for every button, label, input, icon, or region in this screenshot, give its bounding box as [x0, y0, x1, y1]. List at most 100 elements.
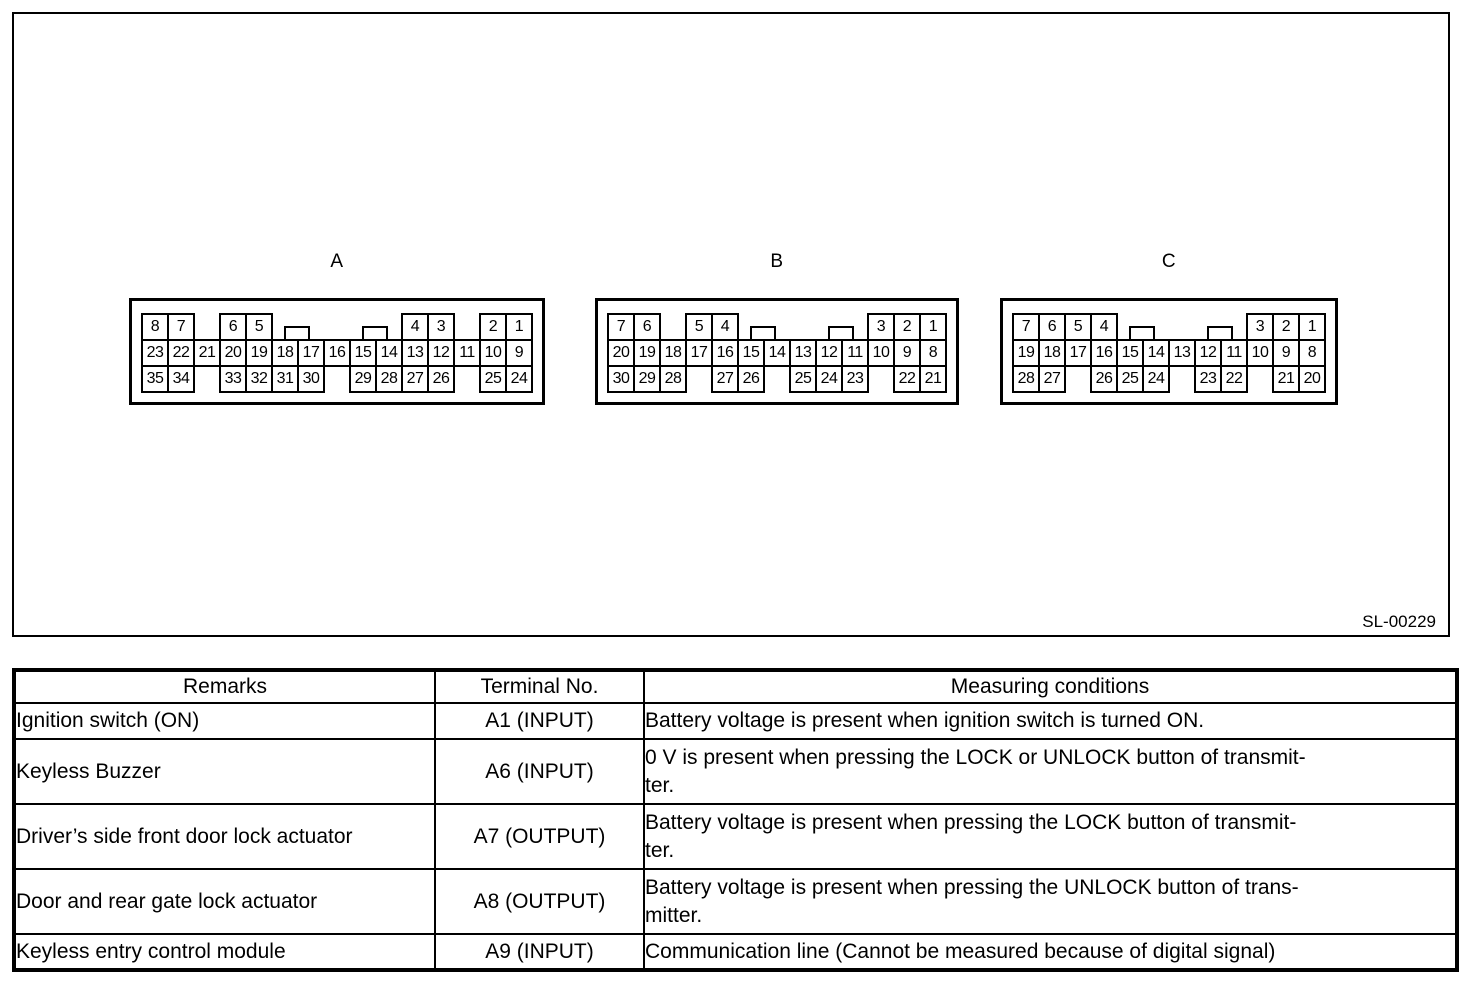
pin-c27: 27 [1038, 365, 1066, 393]
pin-c24: 24 [1142, 365, 1170, 393]
pin-b7: 7 [607, 313, 635, 341]
connector-key-tab [284, 326, 310, 339]
pin-a8: 8 [141, 313, 169, 341]
pin-c28: 28 [1012, 365, 1040, 393]
pin-c22: 22 [1220, 365, 1248, 393]
measuring-conditions-column-header: Measuring conditions [643, 669, 1458, 704]
pin-a2: 2 [479, 313, 507, 341]
pin-a35: 35 [141, 365, 169, 393]
pin-b9: 9 [893, 339, 921, 367]
connector-key-tab [750, 326, 776, 339]
table-row-a7: Driver’s side front door lock actuator A… [13, 803, 1458, 870]
pin-c8: 8 [1298, 339, 1326, 367]
pin-c5: 5 [1064, 313, 1092, 341]
pin-c14: 14 [1142, 339, 1170, 367]
pin-a28: 28 [375, 365, 403, 393]
pin-a3: 3 [427, 313, 455, 341]
pin-a33: 33 [219, 365, 247, 393]
connector-key-tab [362, 326, 388, 339]
connector-key-tab [828, 326, 854, 339]
pin-a7: 7 [167, 313, 195, 341]
pin-c25: 25 [1116, 365, 1144, 393]
pin-b27: 27 [711, 365, 739, 393]
pin-a34: 34 [167, 365, 195, 393]
pin-c23: 23 [1194, 365, 1222, 393]
pin-c18: 18 [1038, 339, 1066, 367]
pin-a26: 26 [427, 365, 455, 393]
pin-a17: 17 [297, 339, 325, 367]
pin-c12: 12 [1194, 339, 1222, 367]
pin-a22: 22 [167, 339, 195, 367]
pin-a29: 29 [349, 365, 377, 393]
table-header-row: Remarks Terminal No. Measuring condition… [13, 669, 1458, 704]
pin-b15: 15 [737, 339, 765, 367]
pin-a14: 14 [375, 339, 403, 367]
pin-b26: 26 [737, 365, 765, 393]
measuring-conditions-cell: Battery voltage is present when pressing… [643, 868, 1458, 935]
pin-a24: 24 [505, 365, 533, 393]
pin-a6: 6 [219, 313, 247, 341]
pin-b3: 3 [867, 313, 895, 341]
pin-c20: 20 [1298, 365, 1326, 393]
pin-c4: 4 [1090, 313, 1118, 341]
terminal-table: Remarks Terminal No. Measuring condition… [12, 668, 1459, 972]
pin-b13: 13 [789, 339, 817, 367]
pin-c3: 3 [1246, 313, 1274, 341]
pin-c6: 6 [1038, 313, 1066, 341]
pin-a1: 1 [505, 313, 533, 341]
pin-a4: 4 [401, 313, 429, 341]
pin-b8: 8 [919, 339, 947, 367]
connector-c-label: C [1161, 251, 1177, 272]
pin-c1: 1 [1298, 313, 1326, 341]
remarks-cell: Door and rear gate lock actuator [13, 868, 436, 935]
terminal-no-cell: A6 (INPUT) [434, 738, 645, 805]
pin-c13: 13 [1168, 339, 1196, 367]
terminal-no-column-header: Terminal No. [434, 669, 645, 704]
pin-a5: 5 [245, 313, 273, 341]
pin-b22: 22 [893, 365, 921, 393]
pin-b19: 19 [633, 339, 661, 367]
table-row-a9: Keyless entry control module A9 (INPUT) … [13, 933, 1458, 971]
pin-c7: 7 [1012, 313, 1040, 341]
pin-c2: 2 [1272, 313, 1300, 341]
table-row-a8: Door and rear gate lock actuator A8 (OUT… [13, 868, 1458, 935]
connector-b-label: B [770, 251, 784, 272]
pin-a13: 13 [401, 339, 429, 367]
measuring-conditions-cell: Communication line (Cannot be measured b… [643, 933, 1458, 971]
pin-a19: 19 [245, 339, 273, 367]
terminal-no-cell: A9 (INPUT) [434, 933, 645, 971]
connector-key-tab [1129, 326, 1155, 339]
pin-a31: 31 [271, 365, 299, 393]
pin-b30: 30 [607, 365, 635, 393]
figure-code: SL-00229 [1362, 612, 1436, 631]
pin-a10: 10 [479, 339, 507, 367]
pin-b23: 23 [841, 365, 869, 393]
pin-c26: 26 [1090, 365, 1118, 393]
pin-b1: 1 [919, 313, 947, 341]
pin-a20: 20 [219, 339, 247, 367]
pin-c16: 16 [1090, 339, 1118, 367]
pin-b11: 11 [841, 339, 869, 367]
pin-a18: 18 [271, 339, 299, 367]
pin-b16: 16 [711, 339, 739, 367]
pin-c10: 10 [1246, 339, 1274, 367]
connector-key-tab [1207, 326, 1233, 339]
pin-a16: 16 [323, 339, 351, 367]
pin-a27: 27 [401, 365, 429, 393]
pin-b14: 14 [763, 339, 791, 367]
remarks-cell: Keyless entry control module [13, 933, 436, 971]
pin-b20: 20 [607, 339, 635, 367]
pin-b21: 21 [919, 365, 947, 393]
pin-b24: 24 [815, 365, 843, 393]
measuring-conditions-cell: 0 V is present when pressing the LOCK or… [643, 738, 1458, 805]
measuring-conditions-cell: Battery voltage is present when pressing… [643, 803, 1458, 870]
pin-a32: 32 [245, 365, 273, 393]
pin-a11: 11 [453, 339, 481, 367]
remarks-column-header: Remarks [13, 669, 436, 704]
pin-b2: 2 [893, 313, 921, 341]
